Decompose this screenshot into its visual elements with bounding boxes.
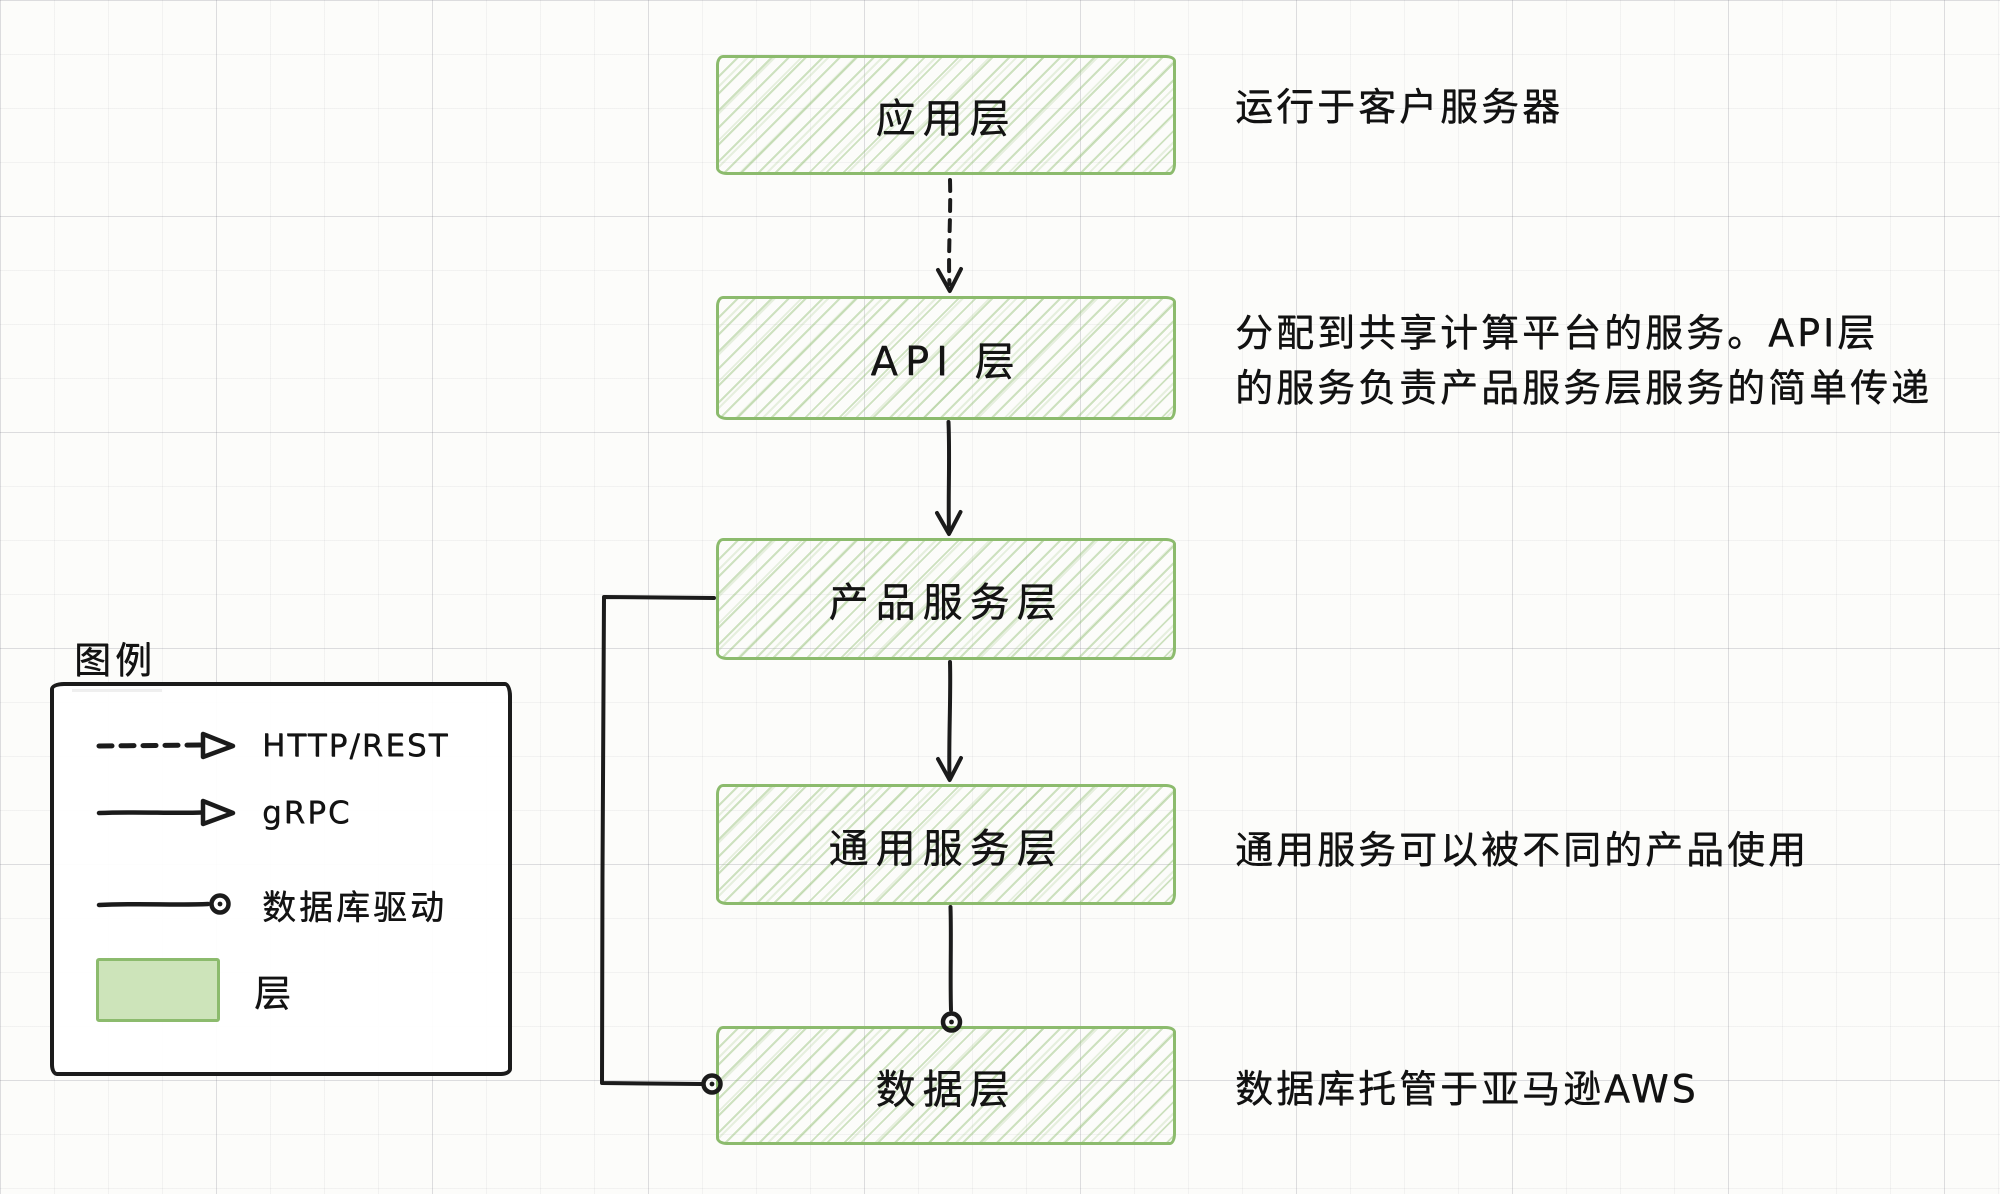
layer-label-common-service: 通用服务层 [828,825,1064,872]
legend-item-layer: 层 [96,957,294,1023]
layer-label-data: 数据层 [875,1066,1017,1113]
layer-box-common-service: 通用服务层 [716,784,1176,905]
layer-label-product-service: 产品服务层 [828,580,1064,626]
layer-label-api: API 层 [870,339,1022,385]
annotation-application: 运行于客户服务器 [1235,85,1564,129]
legend-item-label: 层 [254,972,294,1015]
legend-item-grpc: gRPC [96,791,352,835]
connector-grpc-arrow-1 [935,420,963,536]
connector-db-driver-vertical [940,905,963,1033]
legend-box: HTTP/REST gRPC 数据库驱动 层 [50,682,512,1076]
dashed-arrow-icon [96,731,236,760]
arrowhead-icon [936,756,963,782]
legend-item-http-rest: HTTP/REST [96,724,450,768]
layer-box-api: API 层 [716,296,1176,420]
layer-swatch-icon [96,958,220,1022]
legend-item-label: 数据库驱动 [262,887,447,928]
annotation-api: 分配到共享计算平台的服务。API层 的服务负责产品服务层服务的简单传递 [1235,306,1932,416]
annotation-api-line-1: 分配到共享计算平台的服务。API层 [1235,311,1879,355]
line-circle-icon [96,893,231,915]
legend-item-label: HTTP/REST [262,728,450,764]
connector-grpc-arrow-2 [936,660,963,782]
legend-item-label: gRPC [262,795,352,831]
annotation-common-service: 通用服务可以被不同的产品使用 [1235,828,1810,872]
layer-box-application: 应用层 [716,55,1176,175]
arrowhead-icon [935,510,963,536]
connector-http-rest-dashed-arrow [936,178,963,293]
connector-db-driver-elbow [600,595,723,1095]
annotation-data: 数据库托管于亚马逊AWS [1235,1067,1699,1111]
annotation-api-line-2: 的服务负责产品服务层服务的简单传递 [1235,366,1933,410]
arrowhead-icon [936,267,963,293]
layer-box-data: 数据层 [716,1026,1176,1145]
legend-item-db-driver: 数据库驱动 [96,881,447,928]
layer-label-application: 应用层 [875,96,1017,142]
layer-box-product-service: 产品服务层 [716,538,1176,660]
solid-arrow-icon [96,798,236,827]
